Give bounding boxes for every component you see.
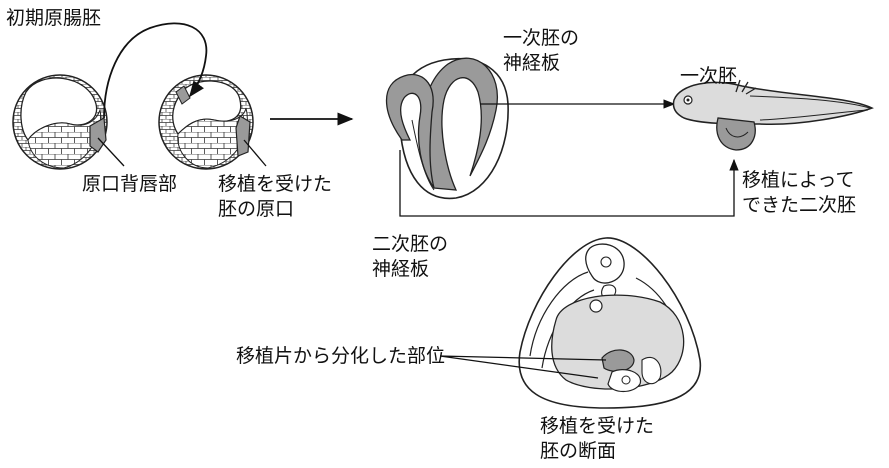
primary-neural-plate-line-2: 神経板 [503, 52, 561, 74]
cross-section-line-2: 胚の断面 [540, 440, 617, 462]
tadpole-embryo [672, 79, 874, 151]
graft-leaders [439, 355, 607, 379]
dorsal-lip-leader [97, 137, 125, 167]
primary-neural-plate-label: 一次胚の 神経板 [503, 26, 579, 76]
primary-neural-plate-line-1: 一次胚の [503, 27, 580, 49]
secondary-plate-arrow [399, 150, 739, 217]
recipient-gastrula [158, 74, 254, 170]
recipient-blastopore-line-2: 胚の原口 [218, 198, 295, 220]
graft-derived-label: 移植片から分化した部位 [236, 345, 446, 367]
cross-section [518, 237, 702, 409]
secondary-neural-plate-line-1: 二次胚の [372, 233, 449, 255]
recipient-blastopore-line-1: 移植を受けた [218, 173, 333, 195]
secondary-embryo-line-2: できた二次胚 [742, 194, 857, 216]
cross-section-line-1: 移植を受けた [540, 415, 655, 437]
secondary-neural-plate-label: 二次胚の 神経板 [372, 232, 448, 282]
transplant-arrow [103, 22, 208, 119]
cross-section-label: 移植を受けた 胚の断面 [540, 414, 654, 464]
dorsal-lip-label: 原口背唇部 [82, 173, 178, 195]
secondary-neural-plate-line-2: 神経板 [372, 258, 430, 280]
secondary-embryo-line-1: 移植によって [742, 169, 855, 191]
secondary-embryo-label: 移植によって できた二次胚 [742, 168, 856, 218]
recipient-blastopore-label: 移植を受けた 胚の原口 [218, 172, 332, 222]
donor-gastrula [12, 74, 108, 170]
diagram-title: 初期原腸胚 [6, 7, 102, 29]
neurula-embryo [385, 57, 509, 200]
recipient-blastopore-leader [243, 139, 267, 167]
primary-embryo-label: 一次胚 [680, 65, 738, 87]
